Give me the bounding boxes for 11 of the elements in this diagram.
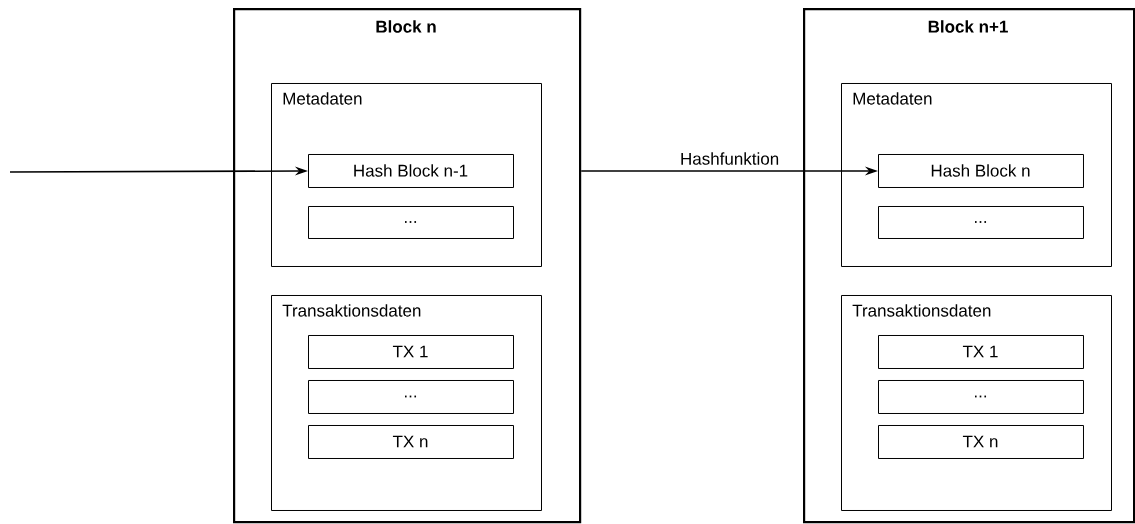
field-box: Hash Block n [878,154,1084,188]
field-box: TX n [878,425,1084,459]
field-box: ... [308,206,514,239]
field-box: TX 1 [308,335,514,369]
field-box: ... [878,206,1084,239]
edge-label: Hashfunktion [679,151,781,166]
field-box: TX n [308,425,514,459]
field-box: ... [878,380,1084,414]
field-box: ... [308,380,514,414]
field-box: TX 1 [878,335,1084,369]
field-box: Hash Block n-1 [308,154,514,188]
